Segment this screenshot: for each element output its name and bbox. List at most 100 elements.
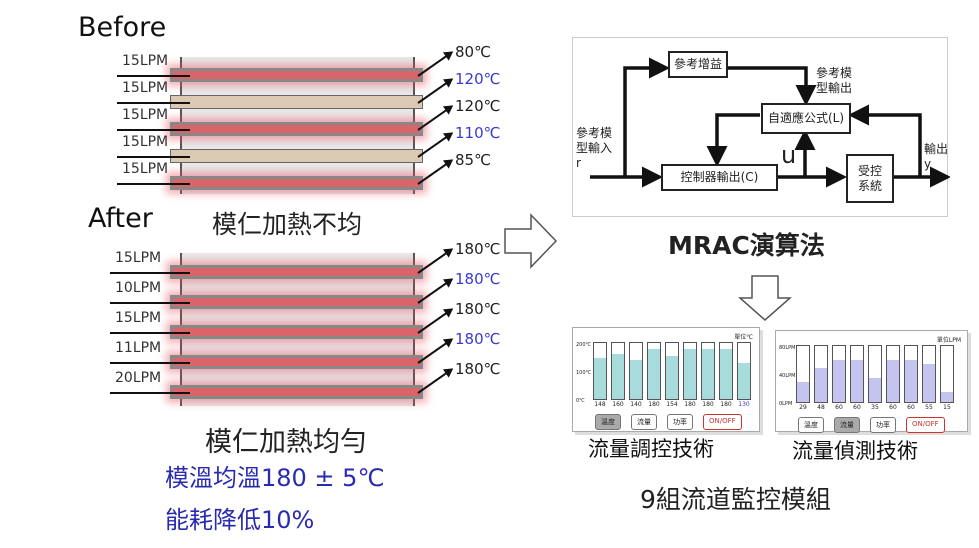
- inlet-line: [110, 272, 190, 274]
- bar-fill: [923, 363, 935, 402]
- inlet-line: [110, 362, 190, 364]
- channel-bar: [683, 342, 697, 400]
- channel-bar: [719, 342, 733, 400]
- channel-column: 60: [850, 345, 864, 411]
- mode-button-0[interactable]: 溫度: [798, 417, 824, 433]
- channel-column: 29: [796, 345, 810, 411]
- channel-column: 160: [611, 342, 625, 408]
- inlet-line: [117, 183, 190, 185]
- bar-fill: [869, 377, 881, 402]
- bar-value: 180: [720, 401, 732, 408]
- flow-rate-label: 15LPM: [115, 310, 162, 326]
- outlet-arrow-icon: [417, 160, 452, 185]
- bar-fill: [833, 360, 845, 402]
- inlet-line: [110, 332, 190, 334]
- inlet-line: [117, 156, 190, 158]
- flow-rate-label: 10LPM: [115, 280, 162, 296]
- bar-value: 15: [943, 404, 951, 411]
- bar-fill: [797, 381, 809, 402]
- mode-button-3[interactable]: ON/OFF: [703, 414, 742, 430]
- cooling-channel: [170, 355, 423, 369]
- mode-button-2[interactable]: 功率: [667, 414, 693, 430]
- bar-value: 160: [612, 401, 624, 408]
- adaptive-law-block: 自適應公式(L): [761, 103, 851, 134]
- bar-fill: [887, 360, 899, 402]
- bar-value: 48: [817, 404, 825, 411]
- outlet-temp: 80℃: [455, 43, 491, 61]
- inlet-line: [117, 75, 190, 77]
- channel-column: 60: [904, 345, 918, 411]
- cooling-channel: [170, 265, 423, 279]
- channel-bar: [886, 345, 900, 403]
- outlet-arrow-icon: [417, 369, 452, 394]
- bar-fill: [594, 357, 606, 399]
- channel-bar: [796, 345, 810, 403]
- axis-tick: 100℃: [576, 370, 592, 376]
- bar-fill: [648, 348, 660, 399]
- flow-rate-label: 11LPM: [115, 340, 162, 356]
- channel-column: 154: [665, 342, 679, 408]
- channel-column: 35: [868, 345, 882, 411]
- uniform-temp-result: 模溫均溫180 ± 5℃: [165, 464, 385, 492]
- mode-button-1[interactable]: 流量: [631, 414, 657, 430]
- cooling-channel: [170, 95, 423, 109]
- flow-rate-label: 15LPM: [122, 107, 169, 123]
- bar-fill: [630, 359, 642, 399]
- before-caption: 模仁加熱不均: [212, 210, 363, 239]
- mrac-title: MRAC演算法: [668, 231, 825, 260]
- mode-button-0[interactable]: 溫度: [595, 414, 621, 430]
- after-caption: 模仁加熱均勻: [205, 427, 367, 458]
- ref-model-output-label: 參考模 型輸出: [816, 66, 853, 95]
- outlet-temp: 180℃: [455, 300, 501, 318]
- outlet-arrow-icon: [417, 339, 452, 364]
- flow-rate-label: 15LPM: [115, 250, 162, 266]
- mode-buttons: 溫度流量功率 ON/OFF: [595, 414, 742, 430]
- bar-value: 60: [889, 404, 897, 411]
- bar-value: 148: [594, 401, 606, 408]
- panel-caption: 流量調控技術: [588, 437, 714, 461]
- diagram-arrows: [590, 57, 950, 188]
- bar-value: 154: [666, 401, 678, 408]
- axis-tick: 80LPM: [779, 345, 796, 351]
- outlet-temp: 180℃: [455, 240, 501, 258]
- bar-value: 60: [907, 404, 915, 411]
- channel-bar: [611, 342, 625, 400]
- bar-fill: [684, 348, 696, 399]
- bar-value: 140: [630, 401, 642, 408]
- channel-column: 60: [832, 345, 846, 411]
- outlet-arrow-icon: [417, 133, 452, 158]
- outlet-arrow-icon: [417, 309, 452, 334]
- channel-column: 130: [737, 342, 751, 408]
- bar-value: 60: [853, 404, 861, 411]
- channel-column: 180: [719, 342, 733, 408]
- bar-fill: [851, 360, 863, 402]
- cooling-channel: [170, 149, 423, 163]
- flow-rate-label: 15LPM: [122, 134, 169, 150]
- cooling-channel: [170, 176, 423, 190]
- outlet-temp: 85℃: [455, 151, 491, 169]
- unit-label: 單位℃: [734, 334, 753, 341]
- unit-label: 單位LPM: [936, 337, 961, 344]
- bar-value: 60: [835, 404, 843, 411]
- bar-fill: [612, 354, 624, 399]
- channel-bar: [593, 342, 607, 400]
- mold-before: [170, 57, 423, 194]
- channel-bar: [647, 342, 661, 400]
- axis-tick: 0℃: [576, 398, 585, 404]
- bar-fill: [941, 391, 953, 402]
- mode-button-3[interactable]: ON/OFF: [906, 417, 945, 433]
- mode-button-2[interactable]: 功率: [870, 417, 896, 433]
- outlet-arrow-icon: [417, 106, 452, 131]
- ref-model-input-label: 參考模 型輸入 r: [576, 126, 613, 170]
- mode-button-1[interactable]: 流量: [834, 417, 860, 433]
- channel-column: 180: [683, 342, 697, 408]
- flow-rate-label: 20LPM: [115, 370, 162, 386]
- down-arrow-icon: [738, 275, 792, 321]
- axis-tick: 40LPM: [779, 373, 796, 379]
- panel-caption: 流量偵測技術: [792, 439, 918, 463]
- cooling-channel: [170, 325, 423, 339]
- channel-column: 180: [701, 342, 715, 408]
- outlet-arrow-icon: [417, 52, 452, 77]
